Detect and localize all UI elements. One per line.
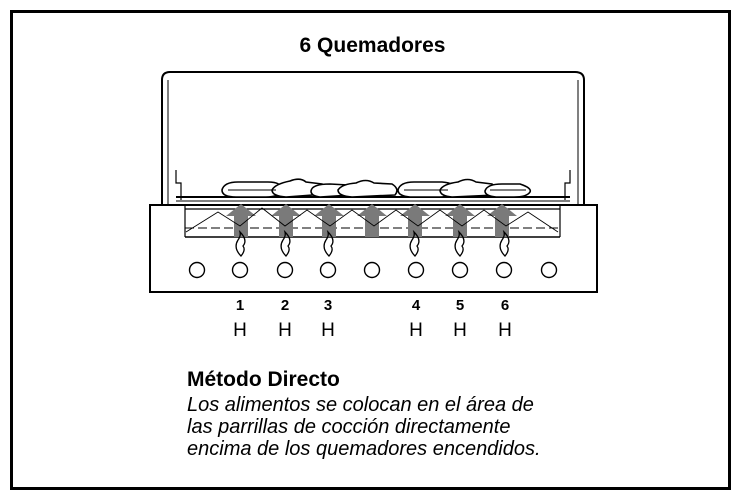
burner-setting-5: H bbox=[453, 320, 467, 341]
grill-lid bbox=[161, 71, 585, 205]
method-description-line: encima de los quemadores encendidos. bbox=[187, 438, 541, 460]
burner-number-4: 4 bbox=[411, 297, 421, 314]
burner-setting-4: H bbox=[409, 320, 423, 341]
burner-number-6: 6 bbox=[500, 297, 510, 314]
burner-flames bbox=[235, 229, 510, 257]
burner-setting-2: H bbox=[278, 320, 292, 341]
burner-number-3: 3 bbox=[323, 297, 333, 314]
method-description: Los alimentos se colocan en el área de l… bbox=[187, 394, 657, 460]
method-description-line: Los alimentos se colocan en el área de bbox=[187, 394, 534, 416]
method-description-line: las parrillas de cocción directamente bbox=[187, 416, 511, 438]
burner-setting-1: H bbox=[233, 320, 247, 341]
burner-setting-6: H bbox=[498, 320, 512, 341]
burner-setting-3: H bbox=[321, 320, 335, 341]
diagram-title: 6 Quemadores bbox=[299, 34, 446, 57]
burner-number-2: 2 bbox=[280, 297, 290, 314]
burner-number-1: 1 bbox=[235, 297, 245, 314]
heat-arrows bbox=[226, 204, 517, 237]
method-title: Método Directo bbox=[187, 368, 340, 391]
diagram-frame bbox=[10, 10, 731, 490]
burner-number-5: 5 bbox=[455, 297, 465, 314]
control-knobs bbox=[188, 261, 558, 279]
